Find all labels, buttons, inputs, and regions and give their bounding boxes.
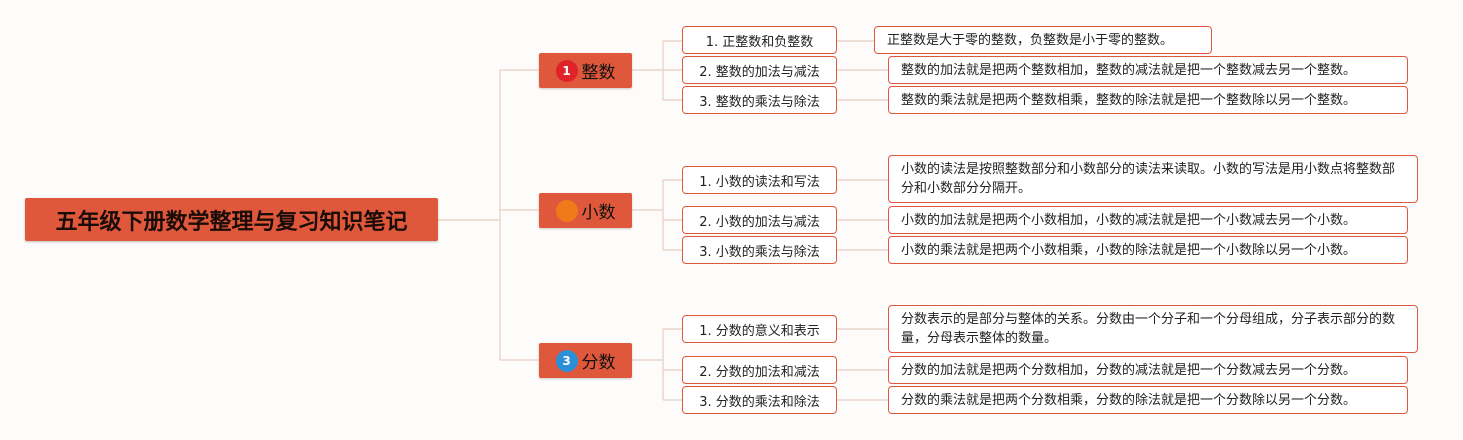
note-node[interactable]: 整数的加法就是把两个整数相加，整数的减法就是把一个整数减去另一个整数。 (888, 56, 1408, 84)
priority-2-marker-icon (555, 199, 578, 222)
note-node[interactable]: 小数的读法是按照整数部分和小数部分的读法来读取。小数的写法是用小数点将整数部分和… (888, 155, 1418, 203)
subtopic-node[interactable]: 1. 正整数和负整数 (682, 26, 837, 54)
topic-label: 整数 (581, 63, 616, 83)
note-node[interactable]: 分数的加法就是把两个分数相加，分数的减法就是把一个分数减去另一个分数。 (888, 356, 1408, 384)
subtopic-label: 1. 分数的意义和表示 (699, 323, 820, 339)
priority-3-marker-icon: 3 (555, 349, 578, 372)
note-text: 分数的加法就是把两个分数相加，分数的减法就是把一个分数减去另一个分数。 (901, 362, 1357, 378)
subtopic-node[interactable]: 3. 分数的乘法和除法 (682, 386, 837, 414)
note-node[interactable]: 小数的乘法就是把两个小数相乘，小数的除法就是把一个小数除以另一个小数。 (888, 236, 1408, 264)
note-text: 小数的读法是按照整数部分和小数部分的读法来读取。小数的写法是用小数点将整数部分和… (901, 162, 1396, 196)
note-text: 小数的乘法就是把两个小数相乘，小数的除法就是把一个小数除以另一个小数。 (901, 242, 1357, 258)
topic-node-fractions[interactable]: 3 分数 (539, 343, 632, 378)
topic-node-integers[interactable]: 1 整数 (539, 53, 632, 88)
subtopic-label: 3. 分数的乘法和除法 (699, 394, 820, 410)
note-text: 整数的加法就是把两个整数相加，整数的减法就是把一个整数减去另一个整数。 (901, 62, 1357, 78)
subtopic-label: 1. 正整数和负整数 (705, 34, 814, 50)
root-node[interactable]: 五年级下册数学整理与复习知识笔记 (25, 198, 438, 241)
topic-label: 小数 (581, 203, 616, 223)
subtopic-node[interactable]: 3. 小数的乘法与除法 (682, 236, 837, 264)
subtopic-label: 2. 整数的加法与减法 (699, 64, 820, 80)
subtopic-label: 2. 小数的加法与减法 (699, 214, 820, 230)
subtopic-node[interactable]: 3. 整数的乘法与除法 (682, 86, 837, 114)
subtopic-label: 3. 小数的乘法与除法 (699, 244, 820, 260)
subtopic-node[interactable]: 1. 分数的意义和表示 (682, 315, 837, 343)
note-text: 整数的乘法就是把两个整数相乘，整数的除法就是把一个整数除以另一个整数。 (901, 92, 1357, 108)
topic-label: 分数 (581, 353, 616, 373)
topic-node-decimals[interactable]: 小数 (539, 193, 632, 228)
priority-1-marker-icon: 1 (555, 59, 578, 82)
note-text: 正整数是大于零的整数，负整数是小于零的整数。 (887, 32, 1174, 48)
note-node[interactable]: 正整数是大于零的整数，负整数是小于零的整数。 (874, 26, 1212, 54)
subtopic-node[interactable]: 1. 小数的读法和写法 (682, 166, 837, 194)
note-node[interactable]: 分数的乘法就是把两个分数相乘，分数的除法就是把一个分数除以另一个分数。 (888, 386, 1408, 414)
note-node[interactable]: 分数表示的是部分与整体的关系。分数由一个分子和一个分母组成，分子表示部分的数量，… (888, 305, 1418, 353)
root-title: 五年级下册数学整理与复习知识笔记 (55, 209, 408, 235)
note-text: 分数表示的是部分与整体的关系。分数由一个分子和一个分母组成，分子表示部分的数量，… (901, 312, 1396, 346)
subtopic-label: 2. 分数的加法和减法 (699, 364, 820, 380)
note-text: 小数的加法就是把两个小数相加，小数的减法就是把一个小数减去另一个小数。 (901, 212, 1357, 228)
subtopic-label: 1. 小数的读法和写法 (699, 174, 820, 190)
subtopic-node[interactable]: 2. 整数的加法与减法 (682, 56, 837, 84)
note-node[interactable]: 整数的乘法就是把两个整数相乘，整数的除法就是把一个整数除以另一个整数。 (888, 86, 1408, 114)
subtopic-label: 3. 整数的乘法与除法 (699, 94, 820, 110)
note-node[interactable]: 小数的加法就是把两个小数相加，小数的减法就是把一个小数减去另一个小数。 (888, 206, 1408, 234)
subtopic-node[interactable]: 2. 小数的加法与减法 (682, 206, 837, 234)
subtopic-node[interactable]: 2. 分数的加法和减法 (682, 356, 837, 384)
note-text: 分数的乘法就是把两个分数相乘，分数的除法就是把一个分数除以另一个分数。 (901, 392, 1357, 408)
